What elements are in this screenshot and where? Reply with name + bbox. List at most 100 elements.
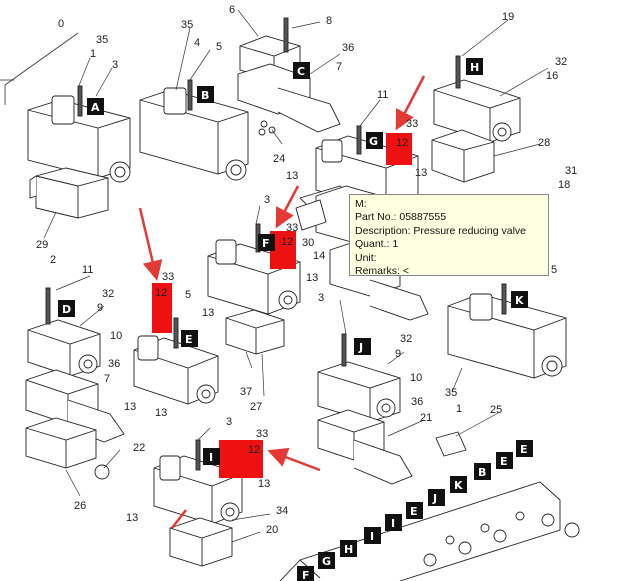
callout-3[interactable]: 3 [264, 194, 270, 206]
manifold-tag-e1[interactable]: E [516, 440, 533, 457]
manifold-tag-e2[interactable]: E [496, 452, 513, 469]
svg-text:J: J [358, 341, 363, 354]
tag-k[interactable]: K [511, 291, 528, 308]
red-highlights[interactable] [152, 133, 412, 478]
callout-21[interactable]: 21 [420, 412, 432, 424]
tag-c[interactable]: C [293, 62, 310, 79]
tag-b[interactable]: B [197, 86, 214, 103]
callout-13[interactable]: 13 [258, 478, 270, 490]
valve-e-assembly[interactable] [133, 317, 219, 405]
callout-13[interactable]: 13 [415, 167, 427, 179]
valve-j-assembly[interactable] [317, 333, 467, 485]
callout-3[interactable]: 3 [112, 59, 118, 71]
valve-k-assembly[interactable] [447, 283, 567, 379]
callout-20[interactable]: 20 [266, 524, 278, 536]
callout-11[interactable]: 11 [377, 89, 388, 101]
callout-34[interactable]: 34 [276, 505, 288, 517]
callout-31[interactable]: 31 [565, 165, 577, 177]
callout-26[interactable]: 26 [74, 500, 86, 512]
callout-33[interactable]: 33 [162, 271, 174, 283]
callout-13[interactable]: 13 [155, 407, 167, 419]
callout-35[interactable]: 35 [96, 34, 108, 46]
callout-32[interactable]: 32 [555, 56, 567, 68]
callout-33[interactable]: 33 [256, 428, 268, 440]
callout-35[interactable]: 35 [445, 387, 457, 399]
manifold-tag-g[interactable]: G [318, 552, 335, 569]
callout-5[interactable]: 5 [551, 264, 557, 276]
callout-35[interactable]: 35 [181, 19, 193, 31]
callout-29[interactable]: 29 [36, 239, 48, 251]
callout-32[interactable]: 32 [400, 333, 412, 345]
tag-j[interactable]: J [354, 338, 371, 355]
callout-3[interactable]: 3 [318, 292, 324, 304]
callout-32[interactable]: 32 [102, 288, 114, 300]
callout-25[interactable]: 25 [490, 404, 502, 416]
callout-3[interactable]: 3 [226, 416, 232, 428]
callout-13[interactable]: 13 [286, 170, 298, 182]
valve-h-assembly[interactable] [431, 55, 521, 183]
callout-9[interactable]: 9 [395, 348, 401, 360]
callout-2[interactable]: 2 [50, 254, 56, 266]
callout-7[interactable]: 7 [336, 61, 342, 73]
callout-4[interactable]: 4 [194, 37, 200, 49]
callout-37[interactable]: 37 [240, 386, 252, 398]
callout-9[interactable]: 9 [97, 302, 103, 314]
callout-13[interactable]: 13 [124, 401, 136, 413]
callout-13[interactable]: 13 [126, 512, 138, 524]
manifold-tag-j[interactable]: J [428, 489, 445, 506]
callout-10[interactable]: 10 [110, 330, 122, 342]
svg-text:K: K [515, 294, 524, 307]
tag-d[interactable]: D [58, 300, 75, 317]
callout-19[interactable]: 19 [502, 11, 514, 23]
callout-6[interactable]: 6 [229, 4, 235, 16]
red-marker-e[interactable]: 12 [155, 287, 167, 299]
callout-8[interactable]: 8 [326, 15, 332, 27]
callout-33[interactable]: 33 [406, 118, 418, 130]
manifold-tag-b[interactable]: B [474, 463, 491, 480]
callout-28[interactable]: 28 [538, 137, 550, 149]
manifold-tag-i2[interactable]: I [364, 527, 381, 544]
callout-5[interactable]: 5 [216, 41, 222, 53]
callout-0[interactable]: 0 [58, 18, 64, 30]
callout-1[interactable]: 1 [90, 48, 96, 60]
tag-g[interactable]: G [366, 132, 383, 149]
callout-13[interactable]: 13 [202, 307, 214, 319]
callout-18[interactable]: 18 [558, 179, 570, 191]
callout-36[interactable]: 36 [342, 42, 354, 54]
manifold-tag-h[interactable]: H [340, 540, 357, 557]
tag-i[interactable]: I [203, 448, 220, 465]
valve-d-assembly[interactable] [25, 287, 125, 480]
callout-22[interactable]: 22 [133, 442, 145, 454]
callout-27[interactable]: 27 [250, 401, 262, 413]
svg-text:E: E [410, 505, 418, 518]
callout-11[interactable]: 11 [82, 264, 93, 276]
callout-7[interactable]: 7 [104, 373, 110, 385]
callout-36[interactable]: 36 [108, 358, 120, 370]
callout-33[interactable]: 33 [286, 222, 298, 234]
callout-16[interactable]: 16 [546, 70, 558, 82]
tag-a[interactable]: A [87, 98, 104, 115]
callout-10[interactable]: 10 [410, 372, 422, 384]
red-marker-g[interactable]: 12 [396, 137, 408, 149]
callout-1[interactable]: 1 [456, 403, 462, 415]
red-marker-i[interactable]: 12 [248, 444, 260, 456]
callout-13[interactable]: 13 [306, 272, 318, 284]
valve-b-assembly[interactable] [139, 79, 249, 181]
valve-c-block[interactable] [237, 17, 341, 136]
tag-h[interactable]: H [466, 58, 483, 75]
tag-f[interactable]: F [258, 234, 275, 251]
svg-text:G: G [369, 135, 378, 148]
manifold-tag-e3[interactable]: E [406, 502, 423, 519]
callout-30[interactable]: 30 [302, 237, 314, 249]
callout-24[interactable]: 24 [273, 153, 285, 165]
callout-14[interactable]: 14 [313, 250, 325, 262]
manifold-tag-i1[interactable]: I [385, 514, 402, 531]
manifold-tag-f[interactable]: F [297, 566, 314, 581]
manifold-tag-k[interactable]: K [450, 476, 467, 493]
tag-e[interactable]: E [181, 330, 198, 347]
callout-36[interactable]: 36 [411, 396, 423, 408]
red-marker-f[interactable]: 12 [281, 236, 293, 248]
callout-5[interactable]: 5 [185, 289, 191, 301]
valve-a-assembly[interactable] [27, 85, 131, 219]
